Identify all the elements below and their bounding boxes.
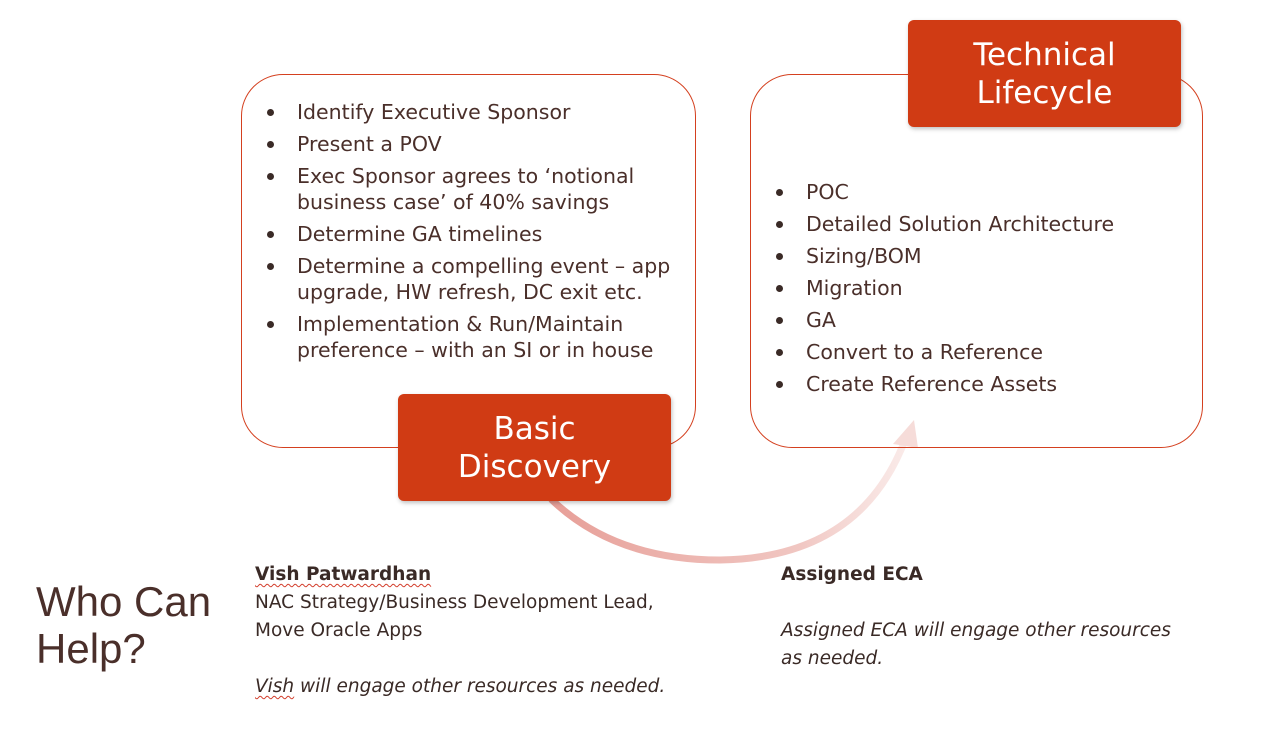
contact-note-text: will engage other resources as needed. [294, 676, 666, 697]
contact-name: Vish Patwardhan [255, 564, 432, 585]
who-can-help-line2: Help? [36, 625, 146, 672]
list-item: Determine a compelling event – app upgra… [267, 253, 687, 305]
list-item: POC [776, 179, 1196, 205]
list-item: Present a POV [267, 131, 687, 157]
technical-lifecycle-label-line2: Lifecycle [976, 74, 1113, 111]
basic-discovery-label-line2: Discovery [457, 448, 612, 485]
contact-note: Vish will engage other resources as need… [255, 673, 725, 701]
who-can-help-line1: Who Can [36, 578, 212, 625]
technical-lifecycle-list: POC Detailed Solution Architecture Sizin… [776, 179, 1196, 403]
basic-discovery-label-line1: Basic [493, 410, 576, 447]
list-item: Identify Executive Sponsor [267, 99, 687, 125]
list-item: Determine GA timelines [267, 221, 687, 247]
contact-eca: Assigned ECA Assigned ECA will engage ot… [781, 561, 1211, 673]
list-item: Convert to a Reference [776, 339, 1196, 365]
contact-note-line1: Assigned ECA will engage other resources [781, 620, 1171, 641]
list-item: Create Reference Assets [776, 371, 1196, 397]
contact-role-line1: NAC Strategy/Business Development Lead, [255, 592, 654, 613]
list-item: Migration [776, 275, 1196, 301]
contact-vish: Vish Patwardhan NAC Strategy/Business De… [255, 561, 725, 701]
list-item: Sizing/BOM [776, 243, 1196, 269]
contact-role-line2: Move Oracle Apps [255, 620, 423, 641]
basic-discovery-label: Basic Discovery [398, 394, 671, 501]
contact-name: Assigned ECA [781, 564, 923, 585]
who-can-help-heading: Who Can Help? [36, 578, 236, 672]
list-item: Detailed Solution Architecture [776, 211, 1196, 237]
list-item: Exec Sponsor agrees to ‘notional busines… [267, 163, 687, 215]
contact-note-line2: as needed. [781, 648, 884, 669]
contact-note-name: Vish [255, 676, 295, 697]
technical-lifecycle-label: Technical Lifecycle [908, 20, 1181, 127]
list-item: Implementation & Run/Maintain preference… [267, 311, 687, 363]
basic-discovery-list: Identify Executive Sponsor Present a POV… [267, 99, 687, 369]
list-item: GA [776, 307, 1196, 333]
technical-lifecycle-label-line1: Technical [973, 36, 1116, 73]
